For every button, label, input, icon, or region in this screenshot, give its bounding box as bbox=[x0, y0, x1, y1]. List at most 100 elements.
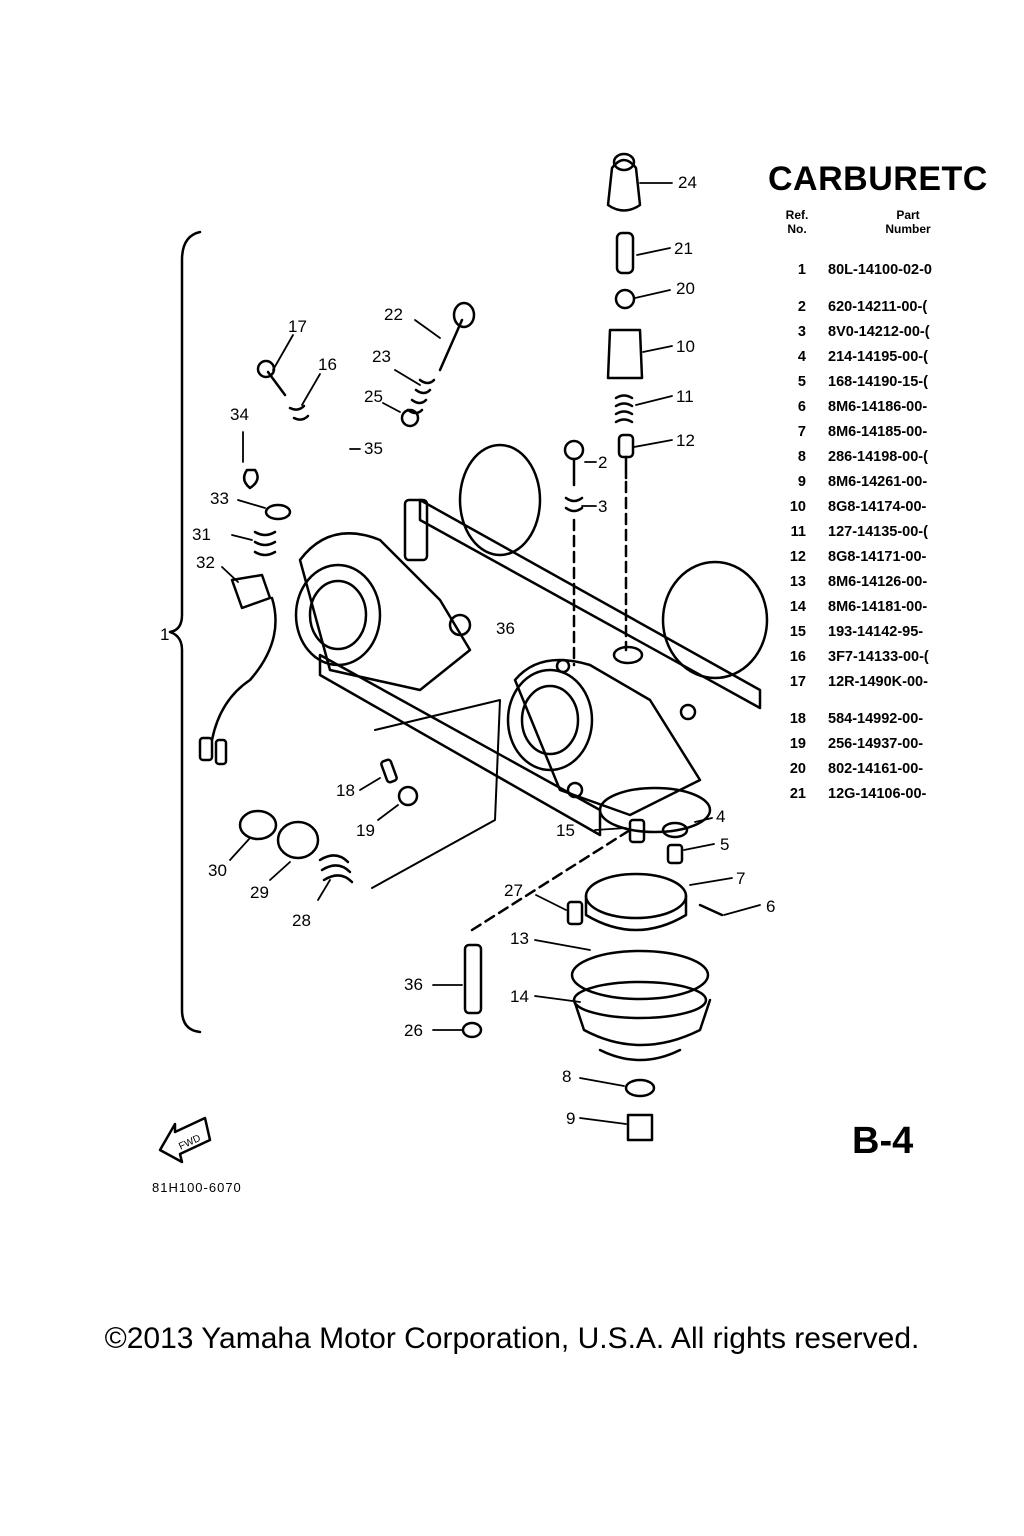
ref-number: 14 bbox=[789, 599, 806, 615]
table-row: 13 8M6-14126-00- bbox=[786, 574, 1024, 599]
callout-label: 20 bbox=[676, 279, 695, 298]
part-number: 8M6-14181-00- bbox=[828, 599, 928, 615]
ref-number: 16 bbox=[789, 649, 806, 665]
table-row: 21 12G-14106-00- bbox=[786, 786, 1024, 811]
ref-number: 11 bbox=[790, 524, 806, 540]
part-number: 3F7-14133-00-( bbox=[828, 649, 929, 665]
callout-label: 19 bbox=[356, 821, 375, 840]
page-code: B-4 bbox=[852, 1120, 914, 1162]
table-row: 11 127-14135-00-( bbox=[786, 524, 1024, 549]
table-row: 2 620-14211-00-( bbox=[786, 299, 1024, 324]
ref-number: 9 bbox=[797, 474, 806, 490]
callout-label: 12 bbox=[676, 431, 695, 450]
ref-number: 10 bbox=[789, 499, 806, 515]
callout-label: 18 bbox=[336, 781, 355, 800]
ref-number: 5 bbox=[797, 374, 806, 390]
ref-number: 8 bbox=[797, 449, 806, 465]
assembly-bracket bbox=[168, 230, 202, 1034]
ref-number: 17 bbox=[789, 674, 806, 690]
callout-label: 21 bbox=[674, 239, 693, 258]
table-row: 16 3F7-14133-00-( bbox=[786, 649, 1024, 674]
callout-label: 26 bbox=[404, 1021, 423, 1040]
callout-label: 36 bbox=[404, 975, 423, 994]
callout-label: 3 bbox=[598, 497, 607, 516]
callout-label: 4 bbox=[716, 807, 725, 826]
part-number: 193-14142-95- bbox=[828, 624, 924, 640]
ref-number: 18 bbox=[789, 711, 806, 727]
callout-labels: 1 2 3 4 5 6 7 8 9 10 11 12 13 14 15 16 1… bbox=[160, 173, 775, 1153]
callout-label: 34 bbox=[230, 405, 249, 424]
callout-label: 30 bbox=[208, 861, 227, 880]
part-number: 8M6-14186-00- bbox=[828, 399, 928, 415]
callout-label: 25 bbox=[364, 387, 383, 406]
part-header-line1: Part bbox=[896, 208, 920, 222]
part-number: 584-14992-00- bbox=[828, 711, 924, 727]
callout-label: 13 bbox=[510, 929, 529, 948]
ref-number: 13 bbox=[789, 574, 806, 590]
part-number: 8M6-14126-00- bbox=[828, 574, 928, 590]
part-number: 127-14135-00-( bbox=[828, 524, 928, 540]
callout-label: 28 bbox=[292, 911, 311, 930]
part-number: 8G8-14171-00- bbox=[828, 549, 927, 565]
callout-label: 1 bbox=[160, 625, 169, 644]
part-number: 286-14198-00-( bbox=[828, 449, 928, 465]
callout-label: 33 bbox=[210, 489, 229, 508]
part-number: 8M6-14261-00- bbox=[828, 474, 928, 490]
table-row: 18 584-14992-00- bbox=[786, 711, 1024, 736]
table-row: 7 8M6-14185-00- bbox=[786, 424, 1024, 449]
ref-number: 12 bbox=[789, 549, 806, 565]
ref-header-line2: No. bbox=[787, 222, 807, 236]
callout-label: 2 bbox=[598, 453, 607, 472]
callout-label: 6 bbox=[766, 897, 775, 916]
ref-number: 21 bbox=[789, 786, 806, 802]
ref-number: 4 bbox=[797, 349, 806, 365]
callout-label: 16 bbox=[318, 355, 337, 374]
part-number: 8M6-14185-00- bbox=[828, 424, 928, 440]
carburetor-body bbox=[294, 443, 769, 837]
table-row: 9 8M6-14261-00- bbox=[786, 474, 1024, 499]
callout-label: 14 bbox=[510, 987, 529, 1006]
callout-label: 35 bbox=[364, 439, 383, 458]
callout-label: 10 bbox=[676, 337, 695, 356]
leader-lines bbox=[221, 182, 761, 1125]
jet-parts bbox=[238, 758, 419, 884]
ref-header-line1: Ref. bbox=[785, 208, 809, 222]
part-number-header: Part Number bbox=[868, 208, 948, 236]
callout-label: 11 bbox=[676, 387, 694, 406]
part-number: 80L-14100-02-0 bbox=[828, 262, 932, 278]
part-header-line2: Number bbox=[885, 222, 931, 236]
callout-label: 8 bbox=[562, 1067, 571, 1086]
part-number: 8G8-14174-00- bbox=[828, 499, 927, 515]
diagram-code: 81H100-6070 bbox=[152, 1180, 242, 1195]
part-number: 12G-14106-00- bbox=[828, 786, 927, 802]
callout-label: 32 bbox=[196, 553, 215, 572]
fwd-arrow-icon bbox=[158, 1116, 212, 1164]
table-row: 6 8M6-14186-00- bbox=[786, 399, 1024, 424]
table-row: 12 8G8-14171-00- bbox=[786, 549, 1024, 574]
ref-number: 2 bbox=[797, 299, 806, 315]
table-row: 14 8M6-14181-00- bbox=[786, 599, 1024, 624]
callout-label: 29 bbox=[250, 883, 269, 902]
callout-label: 15 bbox=[556, 821, 575, 840]
ref-number: 6 bbox=[797, 399, 806, 415]
callout-label: 31 bbox=[192, 525, 211, 544]
part-number: 620-14211-00-( bbox=[828, 299, 928, 315]
table-row: 10 8G8-14174-00- bbox=[786, 499, 1024, 524]
ref-number: 3 bbox=[797, 324, 806, 340]
page-title: CARBURETC bbox=[768, 160, 988, 198]
callout-label: 27 bbox=[504, 881, 523, 900]
ref-number: 20 bbox=[789, 761, 806, 777]
table-row: 8 286-14198-00-( bbox=[786, 449, 1024, 474]
copyright-notice: ©2013 Yamaha Motor Corporation, U.S.A. A… bbox=[104, 1322, 920, 1355]
callout-label: 22 bbox=[384, 305, 403, 324]
callout-label: 36 bbox=[496, 619, 515, 638]
ref-number: 7 bbox=[797, 424, 806, 440]
callout-label: 23 bbox=[372, 347, 391, 366]
part-number: 256-14937-00- bbox=[828, 736, 924, 752]
